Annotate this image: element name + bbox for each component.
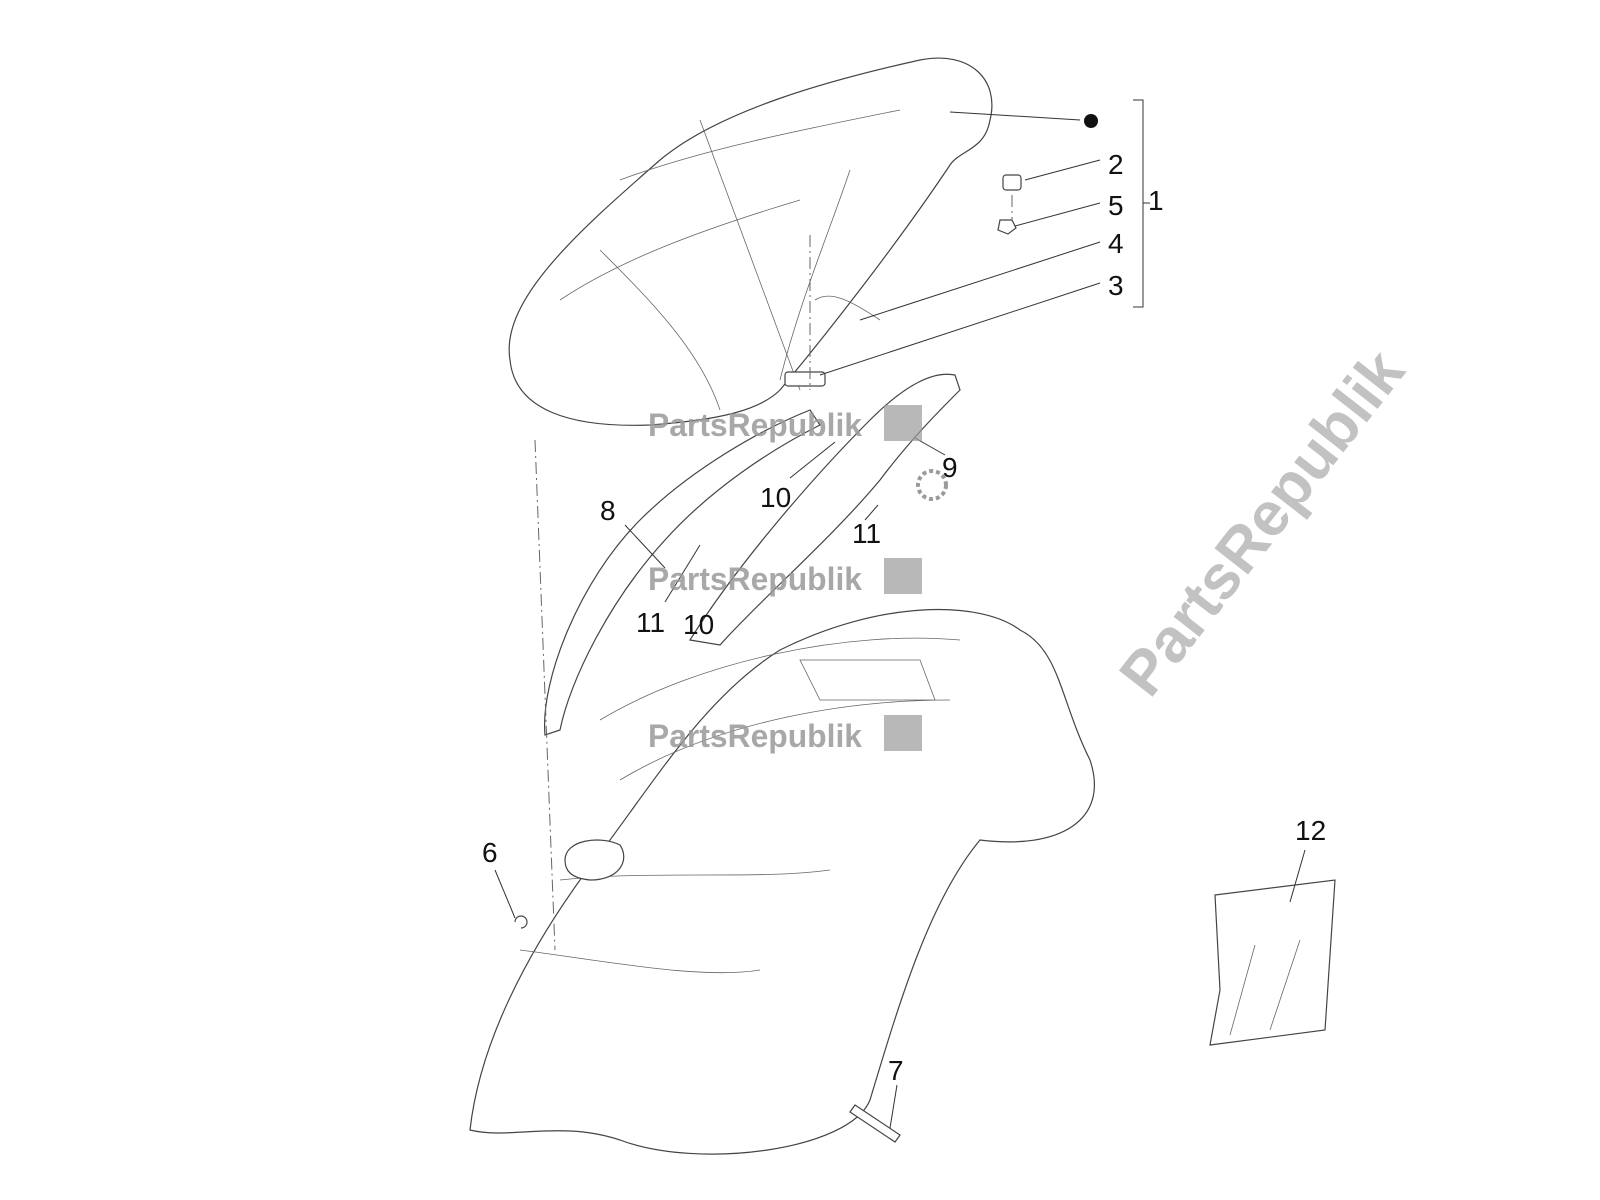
watermark: PartsRepublik <box>648 718 862 754</box>
leader-lines <box>494 99 1306 1129</box>
callout-1: 1 <box>1148 185 1164 216</box>
assembly-bullet <box>1084 114 1098 128</box>
seat <box>508 57 993 426</box>
callout-2: 2 <box>1108 149 1124 180</box>
callout-4: 4 <box>1108 228 1124 259</box>
watermark-diagonal: PartsRepublik <box>1107 337 1418 708</box>
callout-5: 5 <box>1108 190 1124 221</box>
callout-10: 10 <box>760 482 791 513</box>
callout-3: 3 <box>1108 270 1124 301</box>
callout-11: 11 <box>852 518 881 549</box>
bolt <box>849 1104 901 1143</box>
callout-6: 6 <box>482 837 498 868</box>
callout-7: 7 <box>888 1055 904 1086</box>
right-grab-rail <box>689 373 961 646</box>
watermark: PartsRepublik <box>648 407 862 443</box>
gear-flag-icon <box>884 405 922 441</box>
clip <box>514 915 528 929</box>
callout-10: 10 <box>683 609 714 640</box>
gear-flag-icon <box>884 558 922 594</box>
hinge-plate <box>784 371 826 387</box>
gear-icon <box>916 469 948 501</box>
rear-body <box>469 608 1095 1155</box>
nut <box>997 219 1017 235</box>
callout-8: 8 <box>600 495 616 526</box>
gear-flag-icon <box>884 715 922 751</box>
tool-kit-bag <box>1209 879 1336 1046</box>
callout-12: 12 <box>1295 815 1326 846</box>
left-grab-rail <box>543 409 821 736</box>
rubber-buffer <box>1002 174 1022 191</box>
callout-9: 9 <box>942 452 958 483</box>
callout-11: 11 <box>636 607 665 638</box>
cable <box>814 295 881 321</box>
watermark: PartsRepublik <box>648 561 862 597</box>
